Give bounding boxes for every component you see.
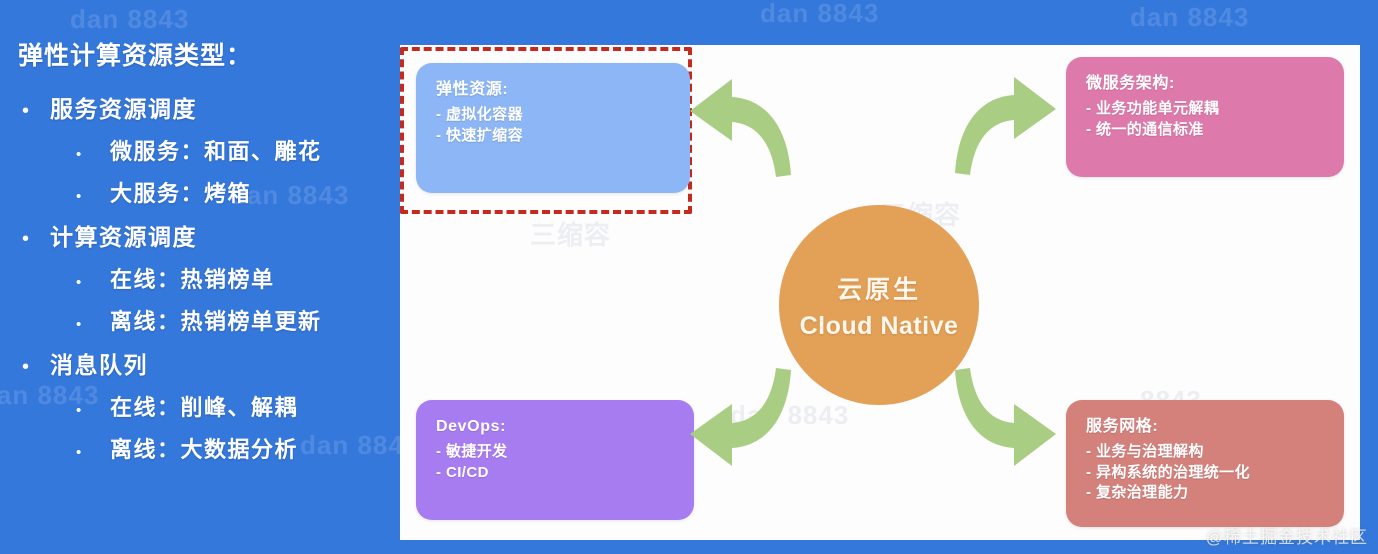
list-item: • 微服务：和面、雕花 [18,134,390,166]
list-item: • 大服务：烤箱 [18,176,390,208]
list-item-label: 微服务：和面、雕花 [110,139,322,164]
list-item-label: 计算资源调度 [50,224,197,250]
list-item: • 服务资源调度 [18,90,390,124]
node-item: - 业务与治理解构 [1086,443,1204,461]
list-item: • 在线：削峰、解耦 [18,390,390,422]
bullet-marker-icon: • [76,274,82,291]
node-title: 服务网格: [1086,418,1159,435]
node-item: - 敏捷开发 [436,443,508,461]
list-item-label: 消息队列 [50,352,148,378]
arrow-center-to-bottom-right-icon [955,368,1056,466]
bullet-marker-icon: • [76,402,82,419]
watermark-tile: dan 8843 [1130,2,1250,32]
node-item: - CI/CD [436,463,489,481]
center-label-en: Cloud Native [799,311,959,340]
highlight-annotation [400,47,692,214]
list-item-label: 大服务：烤箱 [110,181,252,206]
node-item: - 虚拟化容器 [436,106,523,124]
diagram-node-service-mesh[interactable]: 服务网格: - 业务与治理解构 - 异构系统的治理统一化 - 复杂治理能力 [1066,400,1344,527]
page-title: 弹性计算资源类型： [18,42,253,70]
bullet-marker-icon: • [76,444,82,461]
list-item-label: 服务资源调度 [50,96,197,122]
center-node-cloud-native[interactable]: 云原生 Cloud Native [779,205,979,405]
bullet-marker-icon: • [22,228,30,250]
arrow-center-to-bottom-left-icon [690,368,791,466]
center-label-cn: 云原生 [836,275,921,304]
bullet-marker-icon: • [76,316,82,333]
node-item: - 统一的通信标准 [1086,120,1204,138]
bullet-marker-icon: • [76,188,82,205]
bullet-marker-icon: • [22,100,30,122]
list-item: • 离线：大数据分析 [18,432,390,464]
list-item-label: 离线：热销榜单更新 [110,309,322,334]
node-title: 弹性资源: [436,81,509,98]
diagram-node-elastic-resource[interactable]: 弹性资源: - 虚拟化容器 - 快速扩缩容 [416,63,690,193]
list-item-label: 在线：削峰、解耦 [110,395,299,420]
list-item-label: 在线：热销榜单 [110,267,275,292]
cloud-native-diagram: 三缩容 三缩容 dan 8843 8843 弹性资源: - 虚拟化容器 - 快速… [400,45,1360,540]
node-title: DevOps: [436,418,506,435]
credit-watermark: @稀土掘金技术社区 [1205,528,1368,547]
arrow-center-to-top-right-icon [955,77,1056,175]
watermark-tile: dan 8843 [760,0,880,28]
node-item: - 快速扩缩容 [436,126,523,144]
arrow-center-to-top-left-icon [690,79,791,177]
node-title: 微服务架构: [1086,75,1175,92]
node-item: - 复杂治理能力 [1086,484,1189,502]
list-item: • 在线：热销榜单 [18,262,390,294]
outline-panel: 弹性计算资源类型： • 服务资源调度 • 微服务：和面、雕花 • 大服务：烤箱 … [0,0,400,554]
list-item: • 计算资源调度 [18,218,390,252]
diagram-node-microservice-architecture[interactable]: 微服务架构: - 业务功能单元解耦 - 统一的通信标准 [1066,57,1344,177]
node-item: - 业务功能单元解耦 [1086,100,1220,118]
bullet-marker-icon: • [22,356,30,378]
list-item-label: 离线：大数据分析 [110,437,299,462]
list-item: • 离线：热销榜单更新 [18,304,390,336]
watermark-tile: 三缩容 [530,220,612,250]
diagram-node-devops[interactable]: DevOps: - 敏捷开发 - CI/CD [416,400,694,520]
list-item: • 消息队列 [18,346,390,380]
bullet-marker-icon: • [76,146,82,163]
node-item: - 异构系统的治理统一化 [1086,463,1250,481]
